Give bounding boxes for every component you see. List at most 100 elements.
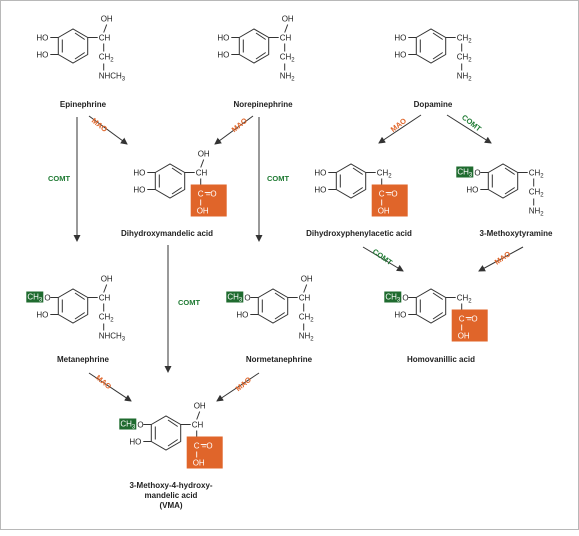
methyl-label: CH3 xyxy=(457,168,473,179)
double-bond xyxy=(167,439,178,447)
bond xyxy=(103,24,108,33)
comt-label: COMT xyxy=(371,247,395,267)
hydroxyl-label: HO xyxy=(36,311,48,320)
ch-label: CH xyxy=(280,34,292,43)
carbon-label: C xyxy=(459,315,465,324)
mao-label: MAO xyxy=(90,116,109,134)
acid-hydroxyl-label: OH xyxy=(378,207,390,216)
arrow-dihydroxyphenylacetic-to-homovanillic xyxy=(362,246,404,272)
subscript: 3 xyxy=(122,337,126,343)
double-bond xyxy=(274,292,285,300)
carbonyl-label: =O xyxy=(387,190,398,199)
double-bond xyxy=(432,52,443,60)
subscript: 3 xyxy=(397,298,401,304)
methyl-group-box xyxy=(119,418,137,430)
subscript: 2 xyxy=(468,299,472,305)
mao-label: MAO xyxy=(389,116,408,134)
amine-label: NH2 xyxy=(280,72,296,83)
norepinephrine-name: Norepinephrine xyxy=(233,100,293,109)
hydroxyl-label: HO xyxy=(133,169,145,178)
double-bond xyxy=(352,167,363,175)
double-bond xyxy=(74,52,85,60)
subscript: 2 xyxy=(310,337,314,343)
ch-label: CH xyxy=(196,169,208,178)
methyl-group-box xyxy=(384,291,402,303)
double-bond xyxy=(432,292,443,300)
comt-label: COMT xyxy=(48,174,70,183)
ch-label: CH xyxy=(99,294,111,303)
acid-hydroxyl-label: OH xyxy=(197,207,209,216)
oxygen-label: O xyxy=(244,294,250,303)
subscript: 3 xyxy=(39,298,43,304)
ch2-label: CH2 xyxy=(99,53,115,64)
bond xyxy=(103,284,108,293)
vma-name-line3: (VMA) xyxy=(159,501,182,510)
ch-label: CH xyxy=(192,421,204,430)
double-bond xyxy=(504,187,515,195)
subscript: 3 xyxy=(132,425,136,431)
carboxyl-group-box xyxy=(451,309,488,342)
methylamine-label: NHCH3 xyxy=(99,332,126,343)
metanephrine-name: Metanephrine xyxy=(57,355,110,364)
subscript: 2 xyxy=(388,174,392,180)
subscript: 2 xyxy=(110,318,114,324)
homovanillic-acid-name: Homovanillic acid xyxy=(407,355,475,364)
vma-name-line2: mandelic acid xyxy=(145,491,198,500)
bond xyxy=(196,411,201,420)
subscript: 3 xyxy=(469,173,473,179)
carbon-label: C xyxy=(198,190,204,199)
hydroxyl-label: HO xyxy=(217,51,229,60)
ch2-label: CH2 xyxy=(529,188,545,199)
double-bond xyxy=(74,312,85,320)
hydroxyl-label: HO xyxy=(314,186,326,195)
hydroxyl-label: OH xyxy=(101,275,113,284)
bond xyxy=(200,159,205,168)
hydroxyl-label: HO xyxy=(36,34,48,43)
hydroxyl-label: HO xyxy=(36,51,48,60)
dopamine-name: Dopamine xyxy=(414,100,453,109)
subscript: 3 xyxy=(122,77,126,83)
hydroxyl-label: HO xyxy=(466,186,478,195)
double-bond xyxy=(274,312,285,320)
carboxyl-group-box xyxy=(186,436,223,469)
hydroxyl-label: HO xyxy=(314,169,326,178)
hydroxyl-label: HO xyxy=(217,34,229,43)
acid-hydroxyl-label: OH xyxy=(458,332,470,341)
ch2-label: CH2 xyxy=(457,53,473,64)
oxygen-label: O xyxy=(402,294,408,303)
hydroxyl-label: OH xyxy=(194,402,206,411)
subscript: 2 xyxy=(540,174,544,180)
arrow-dopamine-to-dihydroxyphenylacetic xyxy=(378,114,422,144)
double-bond xyxy=(504,167,515,175)
subscript: 2 xyxy=(468,58,472,64)
double-bond xyxy=(167,419,178,427)
subscript: 2 xyxy=(540,193,544,199)
amine-label: NH2 xyxy=(457,72,473,83)
benzene-ring xyxy=(238,28,270,64)
methyl-label: CH3 xyxy=(227,293,243,304)
amine-label: NH2 xyxy=(529,207,545,218)
subscript: 3 xyxy=(239,298,243,304)
double-bond xyxy=(74,32,85,40)
double-bond xyxy=(432,312,443,320)
ch2-label: CH2 xyxy=(299,313,315,324)
ch2-label: CH2 xyxy=(280,53,296,64)
bond xyxy=(303,284,308,293)
arrow-norepinephrine-to-dihydroxymandelic xyxy=(214,115,254,145)
subscript: 2 xyxy=(291,77,295,83)
double-bond xyxy=(352,187,363,195)
subscript: 2 xyxy=(468,39,472,45)
arrow-metanephrine-to-vma xyxy=(88,372,132,402)
oxygen-label: O xyxy=(474,169,480,178)
arrow-normetanephrine-to-vma xyxy=(216,372,260,402)
subscript: 2 xyxy=(468,77,472,83)
ch2-label: CH2 xyxy=(99,313,115,324)
dihydroxymandelic-acid-name: Dihydroxymandelic acid xyxy=(121,229,213,238)
benzene-ring xyxy=(154,163,186,199)
oxygen-label: O xyxy=(44,294,50,303)
